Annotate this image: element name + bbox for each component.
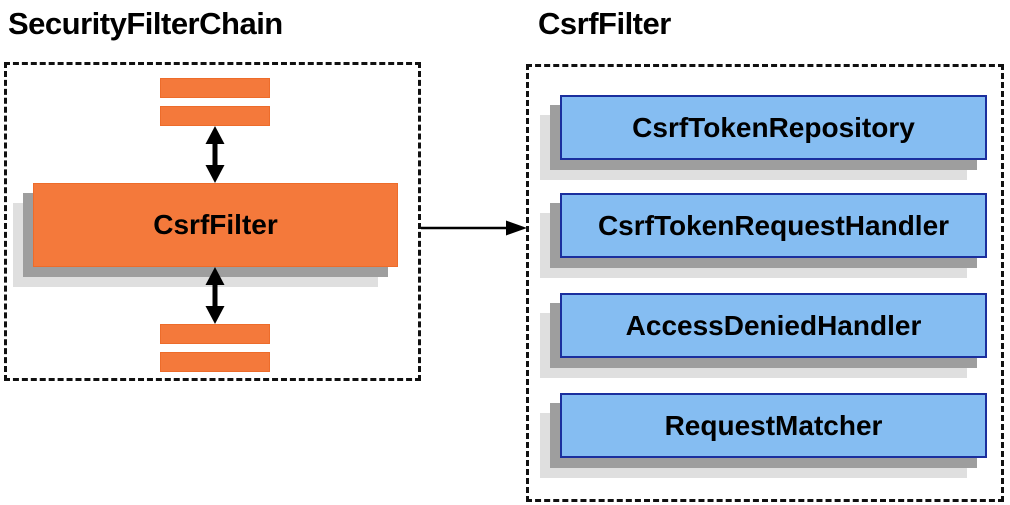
component-label: AccessDeniedHandler <box>625 309 922 341</box>
component-label: RequestMatcher <box>664 409 883 441</box>
component-box-request-matcher: RequestMatcher <box>560 393 987 458</box>
filter-placeholder-bar-top-1 <box>160 78 270 98</box>
double-arrow-up-down-icon <box>203 126 227 183</box>
security-filter-chain-title: SecurityFilterChain <box>8 6 283 41</box>
filter-placeholder-bar-bottom-1 <box>160 324 270 344</box>
double-arrow-up-down-icon <box>203 267 227 324</box>
security-filter-chain-container <box>4 62 421 381</box>
csrf-filter-box-label: CsrfFilter <box>153 209 278 240</box>
component-box-csrf-token-request-handler: CsrfTokenRequestHandler <box>560 193 987 258</box>
csrf-filter-title: CsrfFilter <box>538 6 671 41</box>
component-box-access-denied-handler: AccessDeniedHandler <box>560 293 987 358</box>
csrf-filter-container <box>526 64 1004 502</box>
component-label: CsrfTokenRequestHandler <box>597 209 950 241</box>
filter-placeholder-bar-bottom-2 <box>160 352 270 372</box>
component-label: CsrfTokenRepository <box>632 111 915 143</box>
right-arrow-icon <box>421 219 527 237</box>
csrf-filter-box: CsrfFilter <box>33 183 398 267</box>
filter-placeholder-bar-top-2 <box>160 106 270 126</box>
component-box-csrf-token-repository: CsrfTokenRepository <box>560 95 987 160</box>
